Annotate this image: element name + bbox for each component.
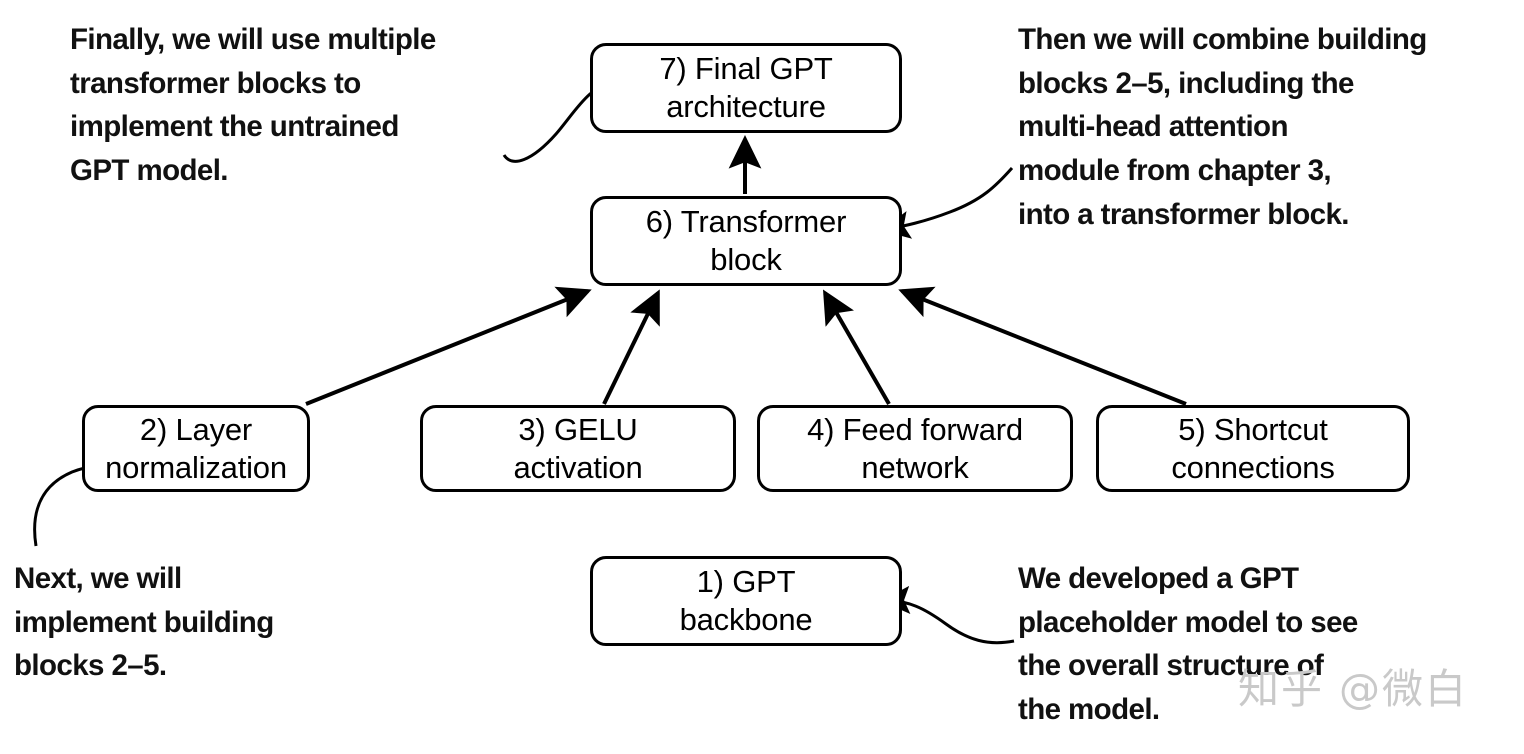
- node-transformer-block[interactable]: 6) Transformer block: [590, 196, 902, 286]
- annotation-bottom-left: Next, we will implement building blocks …: [14, 562, 274, 683]
- node-feed-forward-network[interactable]: 4) Feed forward network: [757, 405, 1073, 492]
- annotation-top-right: Then we will combine building blocks 2–5…: [1018, 23, 1427, 231]
- node-label: 5) Shortcut connections: [1171, 411, 1335, 485]
- node-gpt-backbone[interactable]: 1) GPT backbone: [590, 556, 902, 646]
- node-gelu-activation[interactable]: 3) GELU activation: [420, 405, 736, 492]
- node-label: 2) Layer normalization: [105, 411, 287, 485]
- node-label: 1) GPT backbone: [679, 564, 813, 637]
- node-label: 7) Final GPT architecture: [659, 51, 833, 124]
- node-label: 4) Feed forward network: [807, 411, 1023, 485]
- annotation-bottom-right: We developed a GPT placeholder model to …: [1018, 562, 1358, 726]
- node-label: 3) GELU activation: [513, 411, 643, 485]
- leader-top-right-annotation: [881, 167, 1014, 239]
- node-layer-normalization[interactable]: 2) Layer normalization: [82, 405, 310, 492]
- node-label: 6) Transformer block: [645, 204, 847, 277]
- connector-gelu-to-transformer: [602, 289, 660, 405]
- node-final-gpt-architecture[interactable]: 7) Final GPT architecture: [590, 43, 902, 133]
- connector-layernorm-to-transformer: [305, 286, 592, 406]
- annotation-top-left: Finally, we will use multiple transforme…: [70, 23, 436, 187]
- leader-bottom-right-annotation: [881, 585, 1015, 645]
- connector-shortcut-to-transformer: [898, 286, 1187, 406]
- connector-feedforward-to-transformer: [823, 289, 891, 405]
- watermark: 知乎 @微白: [1238, 665, 1469, 713]
- node-shortcut-connections[interactable]: 5) Shortcut connections: [1096, 405, 1410, 492]
